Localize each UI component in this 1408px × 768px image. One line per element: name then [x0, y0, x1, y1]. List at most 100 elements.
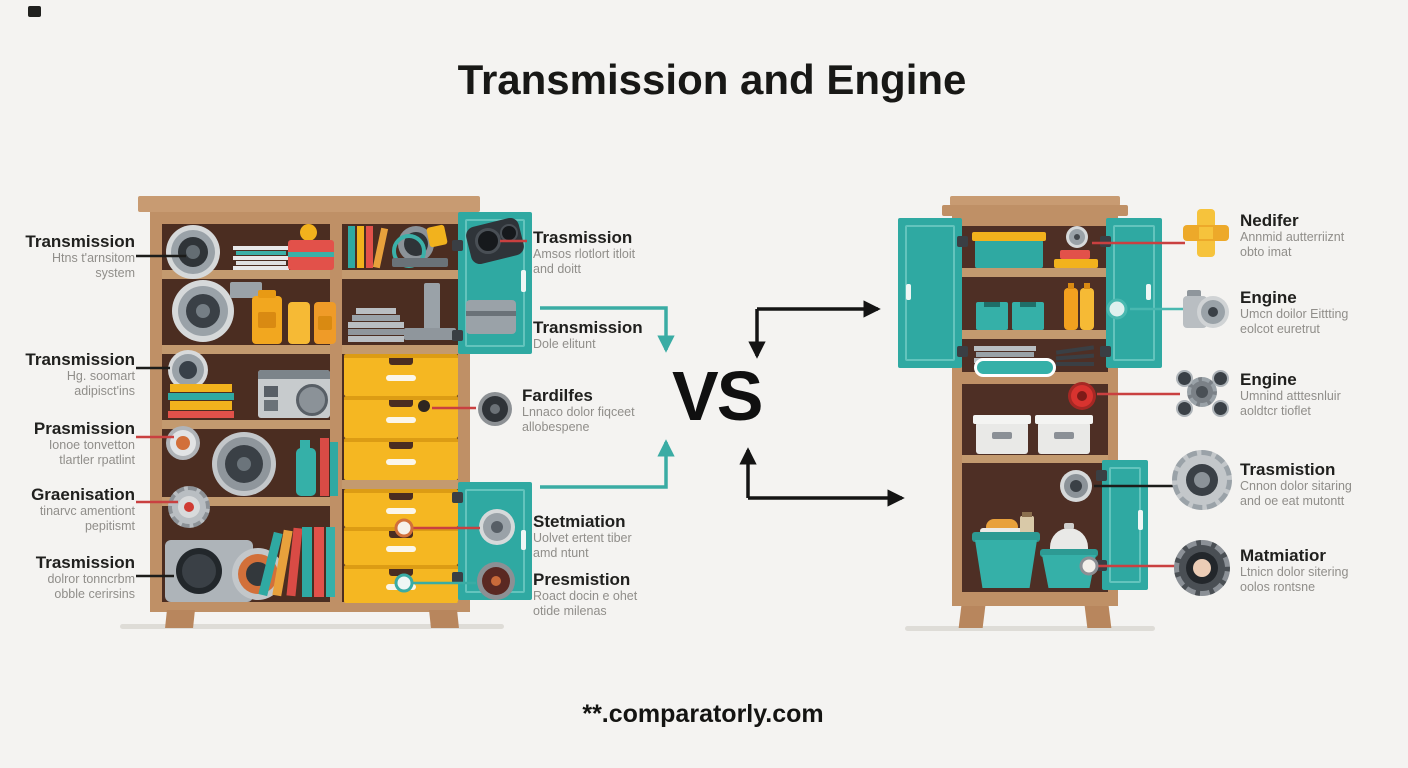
- red-box-stripe: [288, 252, 334, 257]
- round-part: [1060, 470, 1092, 502]
- dark-stick: [1056, 362, 1094, 366]
- hinge: [957, 346, 968, 357]
- part-base: [392, 258, 448, 267]
- shelf-board: [162, 345, 330, 354]
- shelf-board: [962, 268, 1108, 277]
- shelf-board: [162, 420, 330, 429]
- yellow-part: [426, 224, 448, 248]
- drawer: [344, 354, 458, 396]
- small-jar: [1020, 516, 1034, 534]
- hinge: [1100, 346, 1111, 357]
- left-cabinet-shadow: [120, 624, 504, 629]
- middle-label-5: Presmistion Roact docin e ohet otide mil…: [533, 570, 688, 620]
- gear-part: [168, 486, 210, 528]
- cabinet-leg: [165, 610, 195, 628]
- hinge: [957, 236, 968, 247]
- highlight-pill: [974, 358, 1056, 377]
- hinge: [1100, 236, 1111, 247]
- yellow-ball: [300, 224, 317, 241]
- page-title: Transmission and Engine: [457, 56, 967, 103]
- middle-label-4: Stetmiation Uolvet ertent tiber amd ntun…: [533, 512, 688, 562]
- teal-box-lid: [972, 232, 1046, 241]
- oil-bottle: [1080, 288, 1094, 330]
- shelf-board: [962, 455, 1108, 463]
- right-cabinet-top2: [942, 205, 1128, 216]
- right-label-5-title: Matmiatior: [1240, 546, 1326, 565]
- left-cabinet-top: [138, 196, 480, 212]
- storage-box-slot: [1054, 432, 1074, 439]
- left-label-2: Transmission Hg. soomart adipisct'ins: [15, 350, 135, 400]
- dark-gear-icon: [1174, 540, 1230, 596]
- middle-label-2: Transmission Dole elitunt: [533, 318, 688, 352]
- right-cabinet-shadow: [905, 626, 1155, 631]
- middle-label-4-title: Stetmiation: [533, 512, 626, 531]
- vs-text: VS: [672, 357, 763, 435]
- dark-red-part: [477, 562, 515, 600]
- radio-lens: [296, 384, 328, 416]
- hinge: [452, 330, 463, 341]
- plate-stack: [168, 384, 234, 418]
- storage-box-lid: [973, 415, 1031, 424]
- book: [320, 438, 329, 496]
- right-label-4: Trasmistion Cnnon dolor sitaring and oe …: [1240, 460, 1390, 510]
- hinge: [452, 492, 463, 503]
- teal-box: [975, 240, 1043, 268]
- oil-jar-cap: [258, 290, 276, 298]
- ring-part: [166, 426, 200, 460]
- cabinet-door: [1106, 218, 1162, 368]
- right-label-2: Engine Umcn doilor Eittting eolcot euret…: [1240, 288, 1390, 338]
- oil-jar-label: [318, 316, 332, 330]
- right-cabinet-top: [950, 196, 1120, 206]
- round-part: [479, 509, 515, 545]
- footer-url: **.comparatorly.com: [582, 700, 824, 728]
- gear-icon: [1172, 450, 1232, 510]
- engine-icon: [1183, 288, 1229, 332]
- right-label-1-title: Nedifer: [1240, 211, 1299, 230]
- right-label-1: Nedifer Annmid autterriiznt obto imat: [1240, 211, 1390, 261]
- red-tray: [1060, 250, 1090, 259]
- teal-bin-slot: [1020, 302, 1036, 307]
- plate-stack: [233, 246, 289, 270]
- white-lid: [980, 528, 1026, 534]
- kettle: [1050, 528, 1088, 552]
- middle-label-3: Fardilfes Lnnaco dolor fiqceet allobespe…: [522, 386, 682, 436]
- teal-bucket: [1042, 555, 1096, 588]
- oil-jar-label: [258, 312, 276, 328]
- door-handle: [521, 270, 526, 292]
- engine-part: [212, 432, 276, 496]
- small-jar-cap: [1022, 512, 1032, 517]
- middle-label-2-title: Transmission: [533, 318, 643, 337]
- cabinet-leg: [429, 610, 459, 628]
- door-handle: [521, 530, 526, 550]
- cabinet-leg: [1084, 606, 1112, 628]
- left-label-5-title: Trasmission: [35, 553, 135, 572]
- right-label-2-title: Engine: [1240, 288, 1297, 307]
- book: [357, 226, 364, 268]
- hinge: [1096, 470, 1107, 481]
- radio-buttons: [264, 386, 278, 397]
- teal-bottle: [300, 440, 310, 450]
- right-label-3-title: Engine: [1240, 370, 1297, 389]
- left-label-5: Trasmission dolror tonncrbm obble cerirs…: [15, 553, 135, 603]
- middle-label-3-title: Fardilfes: [522, 386, 593, 405]
- left-label-3: Prasmission Ionoe tonvetton tlartler rpa…: [15, 419, 135, 469]
- shelf-board: [962, 330, 1108, 339]
- middle-label-1-title: Trasmission: [533, 228, 633, 247]
- left-label-3-title: Prasmission: [33, 419, 135, 438]
- bandage-icon: [1183, 209, 1229, 257]
- door-handle: [906, 284, 911, 300]
- door-handle: [1138, 510, 1143, 530]
- flange-bore: [176, 548, 222, 594]
- storage-box-slot: [992, 432, 1012, 439]
- hinge: [452, 240, 463, 251]
- bucket-rim: [972, 532, 1040, 542]
- left-label-4-title: Graenisation: [31, 485, 135, 504]
- book: [366, 226, 373, 268]
- gray-part: [466, 300, 516, 334]
- radio-buttons: [264, 400, 278, 411]
- left-label-1: Transmission Htns t'arnsitom system: [15, 232, 135, 282]
- drawer: [344, 527, 458, 565]
- round-part: [168, 350, 208, 390]
- left-label-2-title: Transmission: [25, 350, 135, 369]
- yellow-tray: [1054, 259, 1098, 268]
